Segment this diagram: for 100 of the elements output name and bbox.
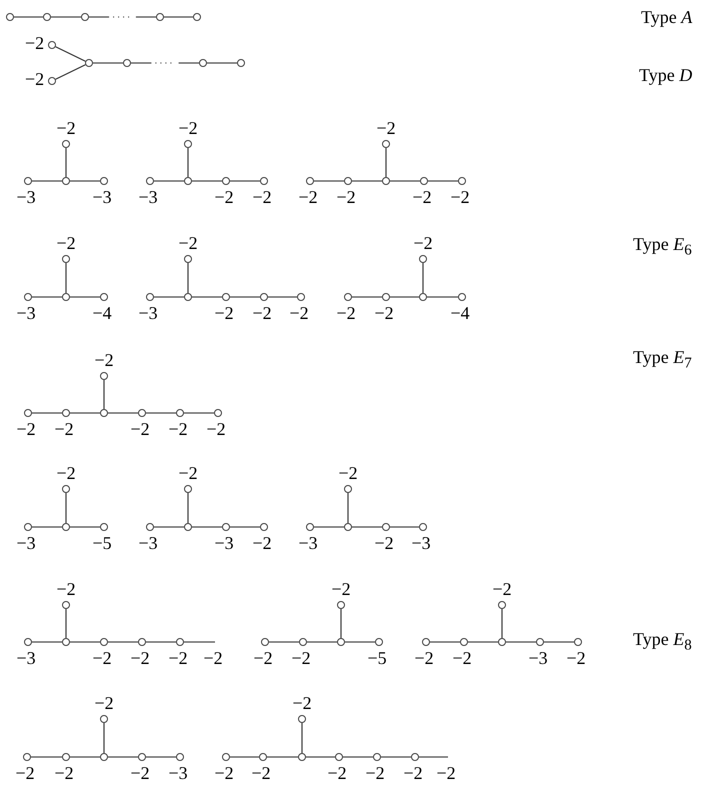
vertex-circle bbox=[344, 523, 352, 531]
vertex-circle bbox=[100, 715, 108, 723]
weight-label: −2 bbox=[204, 649, 223, 667]
edge-line bbox=[146, 641, 176, 643]
edge-line bbox=[70, 180, 100, 182]
vertex-circle bbox=[62, 601, 70, 609]
edge-line bbox=[340, 609, 342, 638]
edge-line bbox=[192, 180, 222, 182]
vertex-circle bbox=[100, 409, 108, 417]
weight-label: −2 bbox=[56, 234, 76, 252]
weight-label: −3 bbox=[138, 304, 158, 322]
weight-label: −3 bbox=[528, 649, 548, 667]
vertex-circle bbox=[62, 753, 70, 761]
weight-label: −2 bbox=[290, 304, 309, 322]
vertex-circle bbox=[419, 293, 427, 301]
vertex-circle bbox=[259, 753, 267, 761]
weight-label: −2 bbox=[376, 119, 396, 137]
vertex-circle bbox=[176, 753, 184, 761]
vertex-circle bbox=[260, 293, 268, 301]
vertex-circle bbox=[123, 59, 131, 67]
weight-label: −2 bbox=[298, 188, 318, 206]
weight-label: −2 bbox=[214, 764, 234, 782]
weight-label: −2 bbox=[130, 420, 150, 438]
weight-label: −2 bbox=[252, 304, 272, 322]
weight-label: −2 bbox=[168, 420, 188, 438]
weight-label: −2 bbox=[374, 534, 394, 552]
open-edge-line bbox=[184, 641, 215, 643]
edge-line bbox=[32, 296, 62, 298]
edge-line bbox=[70, 641, 100, 643]
weight-label: −3 bbox=[16, 649, 36, 667]
vertex-circle bbox=[100, 293, 108, 301]
edge-line bbox=[306, 756, 335, 758]
edge-line bbox=[108, 412, 138, 414]
vertex-circle bbox=[298, 715, 306, 723]
edge-line bbox=[301, 723, 303, 753]
vertex-circle bbox=[306, 523, 314, 531]
weight-label: −2 bbox=[374, 304, 394, 322]
vertex-circle bbox=[222, 523, 230, 531]
vertex-circle bbox=[344, 177, 352, 185]
vertex-circle bbox=[62, 255, 70, 263]
vertex-circle bbox=[62, 485, 70, 493]
weight-label: −3 bbox=[412, 534, 431, 552]
edge-line bbox=[314, 526, 344, 528]
edge-line bbox=[269, 641, 299, 643]
vertex-circle bbox=[100, 638, 108, 646]
vertex-circle bbox=[298, 753, 306, 761]
edge-line bbox=[230, 180, 260, 182]
vertex-circle bbox=[62, 409, 70, 417]
edge-line bbox=[31, 756, 62, 758]
vertex-circle bbox=[297, 293, 305, 301]
edge-line bbox=[192, 296, 222, 298]
vertex-circle bbox=[422, 638, 430, 646]
vertex-circle bbox=[199, 59, 207, 67]
weight-label: −2 bbox=[178, 464, 198, 482]
vertex-circle bbox=[62, 177, 70, 185]
weight-label: −4 bbox=[450, 304, 470, 322]
vertex-circle bbox=[222, 293, 230, 301]
edge-line bbox=[428, 180, 458, 182]
weight-label: −2 bbox=[56, 464, 76, 482]
weight-label: −3 bbox=[16, 188, 36, 206]
weight-label: −2 bbox=[214, 304, 234, 322]
vertex-circle bbox=[100, 177, 108, 185]
vertex-circle bbox=[222, 753, 230, 761]
vertex-circle bbox=[373, 753, 381, 761]
weight-label: −2 bbox=[56, 119, 76, 137]
weight-label: −2 bbox=[414, 649, 434, 667]
weight-label: −2 bbox=[16, 764, 35, 782]
edge-line bbox=[307, 641, 337, 643]
edge-line bbox=[32, 641, 62, 643]
vertex-circle bbox=[344, 485, 352, 493]
edge-line bbox=[51, 16, 81, 18]
weight-label: −2 bbox=[404, 764, 423, 782]
weight-label: −2 bbox=[130, 764, 150, 782]
edge-line bbox=[230, 296, 260, 298]
type-label: Type E$_{8}$ bbox=[633, 630, 692, 654]
vertex-circle bbox=[237, 59, 245, 67]
vertex-circle bbox=[458, 293, 466, 301]
open-edge-line bbox=[419, 756, 448, 758]
vertex-circle bbox=[24, 177, 32, 185]
vertex-circle bbox=[299, 638, 307, 646]
edge-line bbox=[187, 148, 189, 177]
edge-line bbox=[70, 412, 100, 414]
vertex-circle bbox=[138, 638, 146, 646]
edge-line bbox=[65, 609, 67, 638]
weight-label: −2 bbox=[414, 234, 433, 252]
weight-label: −2 bbox=[16, 420, 36, 438]
edge-line bbox=[347, 493, 349, 523]
edge-line bbox=[103, 380, 105, 409]
edge-line bbox=[32, 526, 62, 528]
weight-label: −2 bbox=[252, 764, 271, 782]
weight-label: −2 bbox=[94, 694, 114, 712]
vertex-circle bbox=[335, 753, 343, 761]
vertex-circle bbox=[184, 293, 192, 301]
vertex-circle bbox=[184, 140, 192, 148]
vertex-circle bbox=[48, 77, 56, 85]
vertex-circle bbox=[419, 523, 427, 531]
edge-line bbox=[32, 412, 62, 414]
edge-line bbox=[146, 756, 176, 758]
weight-label: −2 bbox=[178, 234, 198, 252]
vertex-circle bbox=[85, 59, 93, 67]
